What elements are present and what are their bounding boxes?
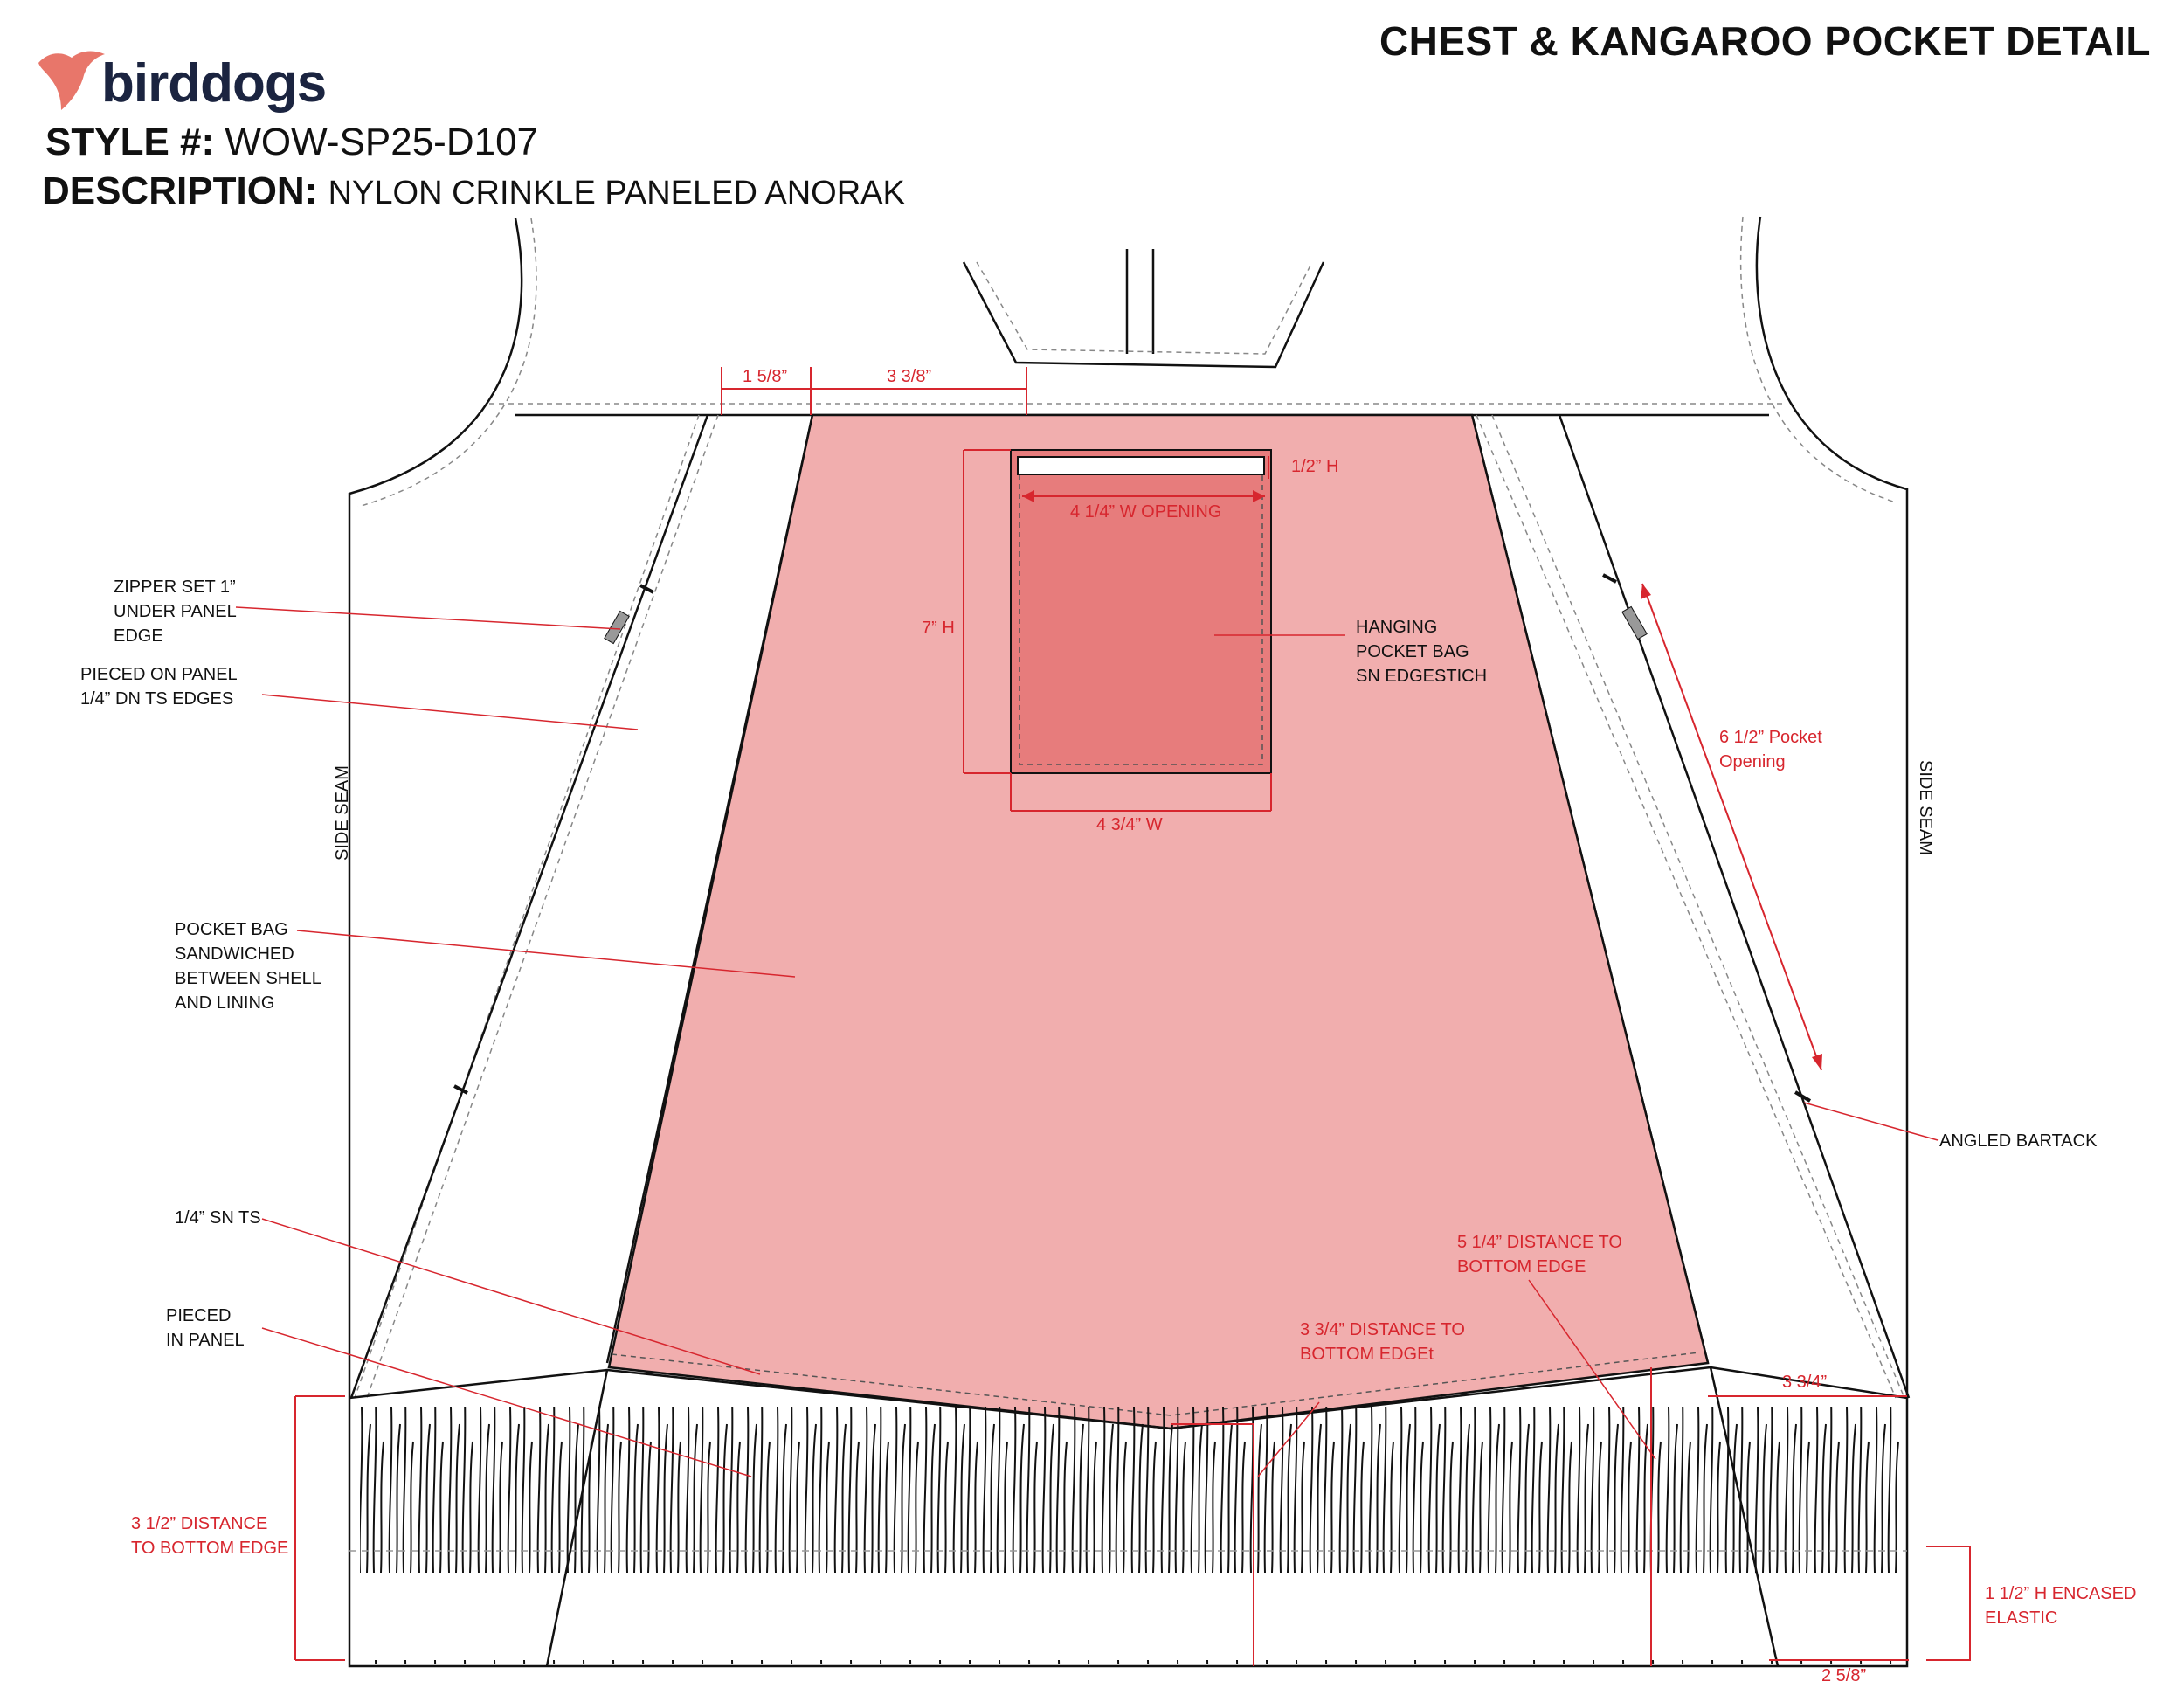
- dim-opening: 4 1/4” W OPENING: [1070, 502, 1221, 522]
- callout-zipper-line3: EDGE: [114, 626, 163, 646]
- dim-pocket-opening-line1: 6 1/2” Pocket: [1719, 728, 1822, 747]
- callout-sn-ts: 1/4” SN TS: [175, 1208, 261, 1228]
- callout-pieced-on-line2: 1/4” DN TS EDGES: [80, 689, 233, 709]
- description: DESCRIPTION: NYLON CRINKLE PANELED ANORA…: [42, 169, 905, 213]
- description-label: DESCRIPTION:: [42, 169, 318, 212]
- callout-pocket-bag-line1: POCKET BAG: [175, 920, 288, 939]
- dim-pocket-opening-line2: Opening: [1719, 752, 1786, 771]
- annotation-labels: ZIPPER SET 1” UNDER PANEL EDGE PIECED ON…: [80, 578, 2098, 1350]
- dim-2-5-8: 2 5/8”: [1821, 1666, 1866, 1685]
- dim-3-3-8: 3 3/8”: [887, 367, 931, 386]
- style-label: STYLE #:: [45, 121, 215, 163]
- style-value: WOW-SP25-D107: [225, 121, 539, 163]
- dimension-labels: 1 5/8” 3 3/8” 1/2” H 4 1/4” W OPENING 7”…: [131, 367, 2136, 1685]
- dimension-lines: [294, 367, 1971, 1666]
- callout-pocket-bag-line3: BETWEEN SHELL: [175, 969, 321, 988]
- callout-pocket-bag-line2: SANDWICHED: [175, 944, 294, 964]
- style-number: STYLE #: WOW-SP25-D107: [45, 121, 538, 164]
- dim-3-3-4-dist-line2: BOTTOM EDGEt: [1300, 1345, 1434, 1364]
- dim-1-5-8: 1 5/8”: [743, 367, 787, 386]
- stitch-lines: [354, 216, 1905, 1399]
- dim-half-h: 1/2” H: [1291, 457, 1338, 476]
- leader-lines: [235, 606, 1939, 1477]
- dim-3-3-4: 3 3/4”: [1782, 1373, 1827, 1392]
- kangaroo-pocket-bag: [607, 413, 1710, 1430]
- dim-3-1-2-line2: TO BOTTOM EDGE: [131, 1539, 288, 1558]
- dim-5-1-4-line1: 5 1/4” DISTANCE TO: [1457, 1233, 1622, 1252]
- chest-pocket: [1010, 449, 1272, 774]
- dim-elastic-line1: 1 1/2” H ENCASED: [1985, 1584, 2136, 1603]
- callout-zipper-line1: ZIPPER SET 1”: [114, 578, 236, 597]
- callout-pocket-bag-line4: AND LINING: [175, 993, 274, 1013]
- side-seam-right: SIDE SEAM: [1916, 760, 1935, 855]
- elastic-fringe: [349, 1366, 1907, 1667]
- bartack-marks: [453, 573, 1812, 1103]
- dim-3-3-4-dist-line1: 3 3/4” DISTANCE TO: [1300, 1320, 1465, 1339]
- description-value: NYLON CRINKLE PANELED ANORAK: [328, 175, 905, 211]
- callout-pieced-in-line2: IN PANEL: [166, 1331, 245, 1350]
- dim-4-3-4w: 4 3/4” W: [1096, 815, 1163, 834]
- dim-7h: 7” H: [922, 619, 955, 638]
- brand-logo: birddogs: [101, 53, 327, 114]
- callout-hanging-line3: SN EDGESTICH: [1356, 667, 1487, 686]
- callout-angled-bartack: ANGLED BARTACK: [1939, 1131, 2098, 1151]
- zipper-pull-icon: [604, 605, 1648, 645]
- callout-zipper-line2: UNDER PANEL: [114, 602, 237, 621]
- callout-hanging-line1: HANGING: [1356, 618, 1437, 637]
- dim-elastic-line2: ELASTIC: [1985, 1608, 2057, 1628]
- callout-pieced-on-line1: PIECED ON PANEL: [80, 665, 238, 684]
- callout-hanging-line2: POCKET BAG: [1356, 642, 1469, 661]
- sheet-title: CHEST & KANGAROO POCKET DETAIL: [1379, 18, 2151, 64]
- side-seam-left: SIDE SEAM: [333, 765, 352, 861]
- callout-pieced-in-line1: PIECED: [166, 1306, 231, 1325]
- dim-5-1-4-line2: BOTTOM EDGE: [1457, 1257, 1586, 1276]
- bird-logo-icon: [38, 51, 105, 110]
- dim-3-1-2-line1: 3 1/2” DISTANCE: [131, 1514, 267, 1533]
